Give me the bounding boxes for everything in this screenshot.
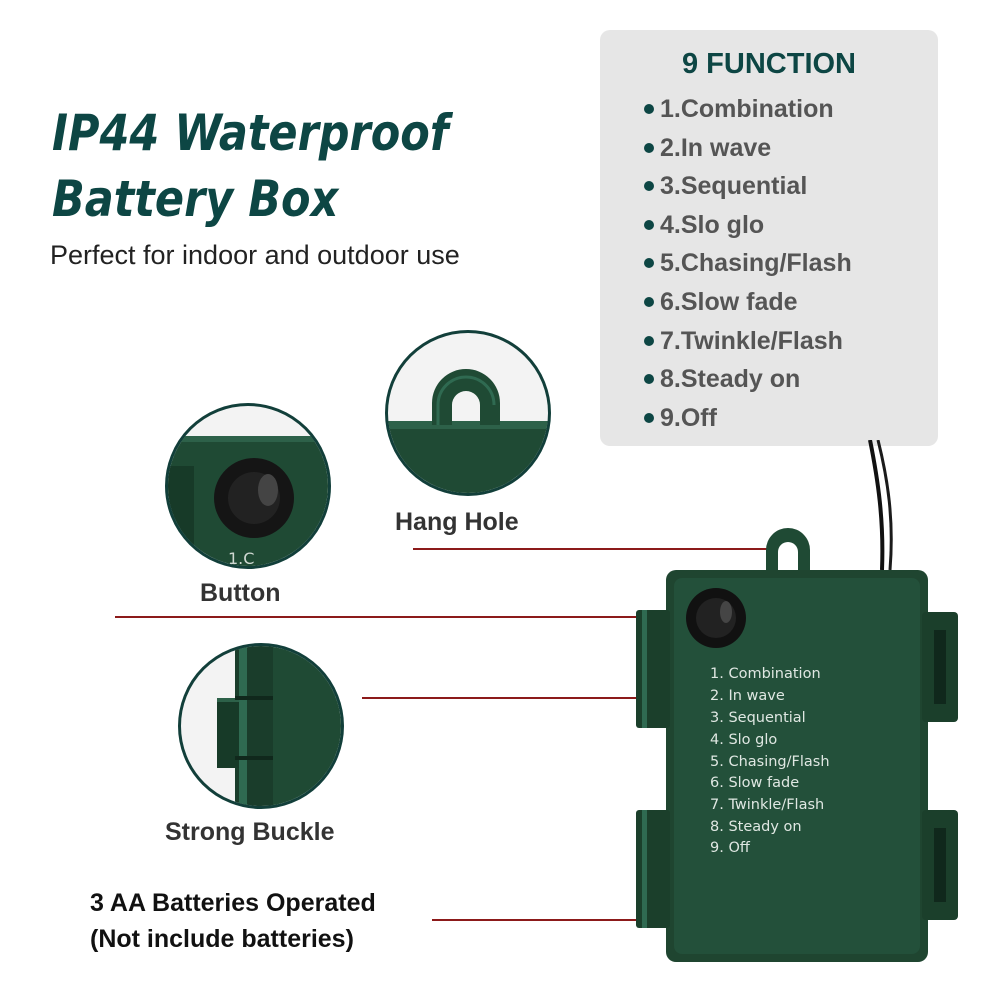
bullet-dot-icon — [644, 412, 654, 423]
function-item-label: 8.Steady on — [660, 365, 801, 394]
batteries-label: 3 AA Batteries Operated (Not include bat… — [90, 885, 376, 957]
button-detail-circle: 1.C — [165, 403, 331, 569]
button-leader-line — [115, 616, 705, 618]
bullet-dot-icon — [644, 142, 654, 153]
hinge-highlight — [642, 610, 647, 728]
function-item-label: 1.Combination — [660, 95, 834, 123]
buckle-closeup-icon — [217, 646, 341, 806]
function-item-label: 2.In wave — [660, 133, 772, 162]
button-closeup-icon: 1.C — [168, 436, 328, 566]
bullet-dot-icon — [644, 181, 654, 192]
function-item: 7.Twinkle/Flash — [644, 326, 852, 365]
function-list: 1.Combination 2.In wave 3.Sequential 4.S… — [644, 94, 852, 441]
buckle-detail-circle — [178, 643, 344, 809]
function-panel-title: 9 FUNCTION — [682, 48, 856, 80]
bullet-dot-icon — [644, 296, 654, 307]
cable-icon — [876, 440, 893, 571]
title-line-2: Battery Box — [52, 170, 339, 228]
subtitle: Perfect for indoor and outdoor use — [50, 240, 460, 270]
function-item-label: 4.Slo glo — [660, 210, 765, 239]
strong-buckle-label: Strong Buckle — [165, 818, 335, 846]
power-button-glare — [720, 601, 732, 623]
printed-function-item: 1. Combination — [710, 666, 821, 682]
function-panel: 9 FUNCTION 1.Combination 2.In wave 3.Seq… — [600, 30, 938, 446]
printed-function-item: 8. Steady on — [710, 819, 802, 835]
function-item-label: 6.Slow fade — [660, 287, 798, 316]
bullet-dot-icon — [644, 335, 654, 346]
printed-function-item: 3. Sequential — [710, 710, 806, 726]
battery-box-device: 1. Combination 2. In wave 3. Sequential … — [636, 440, 958, 962]
buckle-leader-line — [362, 697, 662, 699]
left-hinge-top — [636, 610, 670, 728]
printed-function-item: 7. Twinkle/Flash — [710, 797, 824, 813]
button-label: Button — [200, 579, 281, 607]
box-face — [674, 578, 920, 954]
function-item: 9.Off — [644, 403, 852, 442]
function-item: 2.In wave — [644, 133, 852, 172]
batteries-leader-line — [432, 919, 777, 921]
hang-hole-detail-circle — [385, 330, 551, 496]
function-item: 6.Slow fade — [644, 287, 852, 326]
page-title: IP44 Waterproof Battery Box — [52, 100, 449, 232]
function-item: 3.Sequential — [644, 171, 852, 210]
function-item: 8.Steady on — [644, 364, 852, 403]
function-item-label: 9.Off — [660, 403, 717, 432]
function-item-label: 3.Sequential — [660, 172, 808, 201]
function-item: 5.Chasing/Flash — [644, 248, 852, 287]
batteries-line-2: (Not include batteries) — [90, 925, 354, 953]
function-item-label: 5.Chasing/Flash — [660, 249, 852, 278]
printed-function-item: 2. In wave — [710, 688, 785, 704]
hang-loop-icon — [766, 528, 810, 570]
printed-function-label: 1. Combination 2. In wave 3. Sequential … — [710, 666, 830, 856]
cable-icon — [868, 440, 885, 571]
partial-label-mark: 1.C — [228, 549, 254, 566]
clip-slot — [934, 828, 946, 902]
hang-hole-leader-line — [413, 548, 775, 550]
function-item: 1.Combination — [644, 94, 852, 133]
left-hinge-bottom — [636, 810, 670, 928]
printed-function-item: 5. Chasing/Flash — [710, 754, 830, 770]
batteries-line-1: 3 AA Batteries Operated — [90, 889, 376, 917]
function-item-label: 7.Twinkle/Flash — [660, 326, 843, 355]
function-item: 4.Slo glo — [644, 210, 852, 249]
printed-function-item: 9. Off — [710, 840, 751, 856]
bullet-dot-icon — [644, 258, 654, 269]
clip-slot — [934, 630, 946, 704]
bullet-dot-icon — [644, 104, 654, 114]
hang-hole-closeup-icon — [388, 369, 548, 493]
hang-hole-label: Hang Hole — [395, 508, 519, 536]
printed-function-item: 6. Slow fade — [710, 775, 799, 791]
hinge-highlight — [642, 810, 647, 928]
printed-function-item: 4. Slo glo — [710, 732, 777, 748]
title-line-1: IP44 Waterproof — [52, 104, 449, 162]
bullet-dot-icon — [644, 219, 654, 230]
bullet-dot-icon — [644, 374, 654, 385]
